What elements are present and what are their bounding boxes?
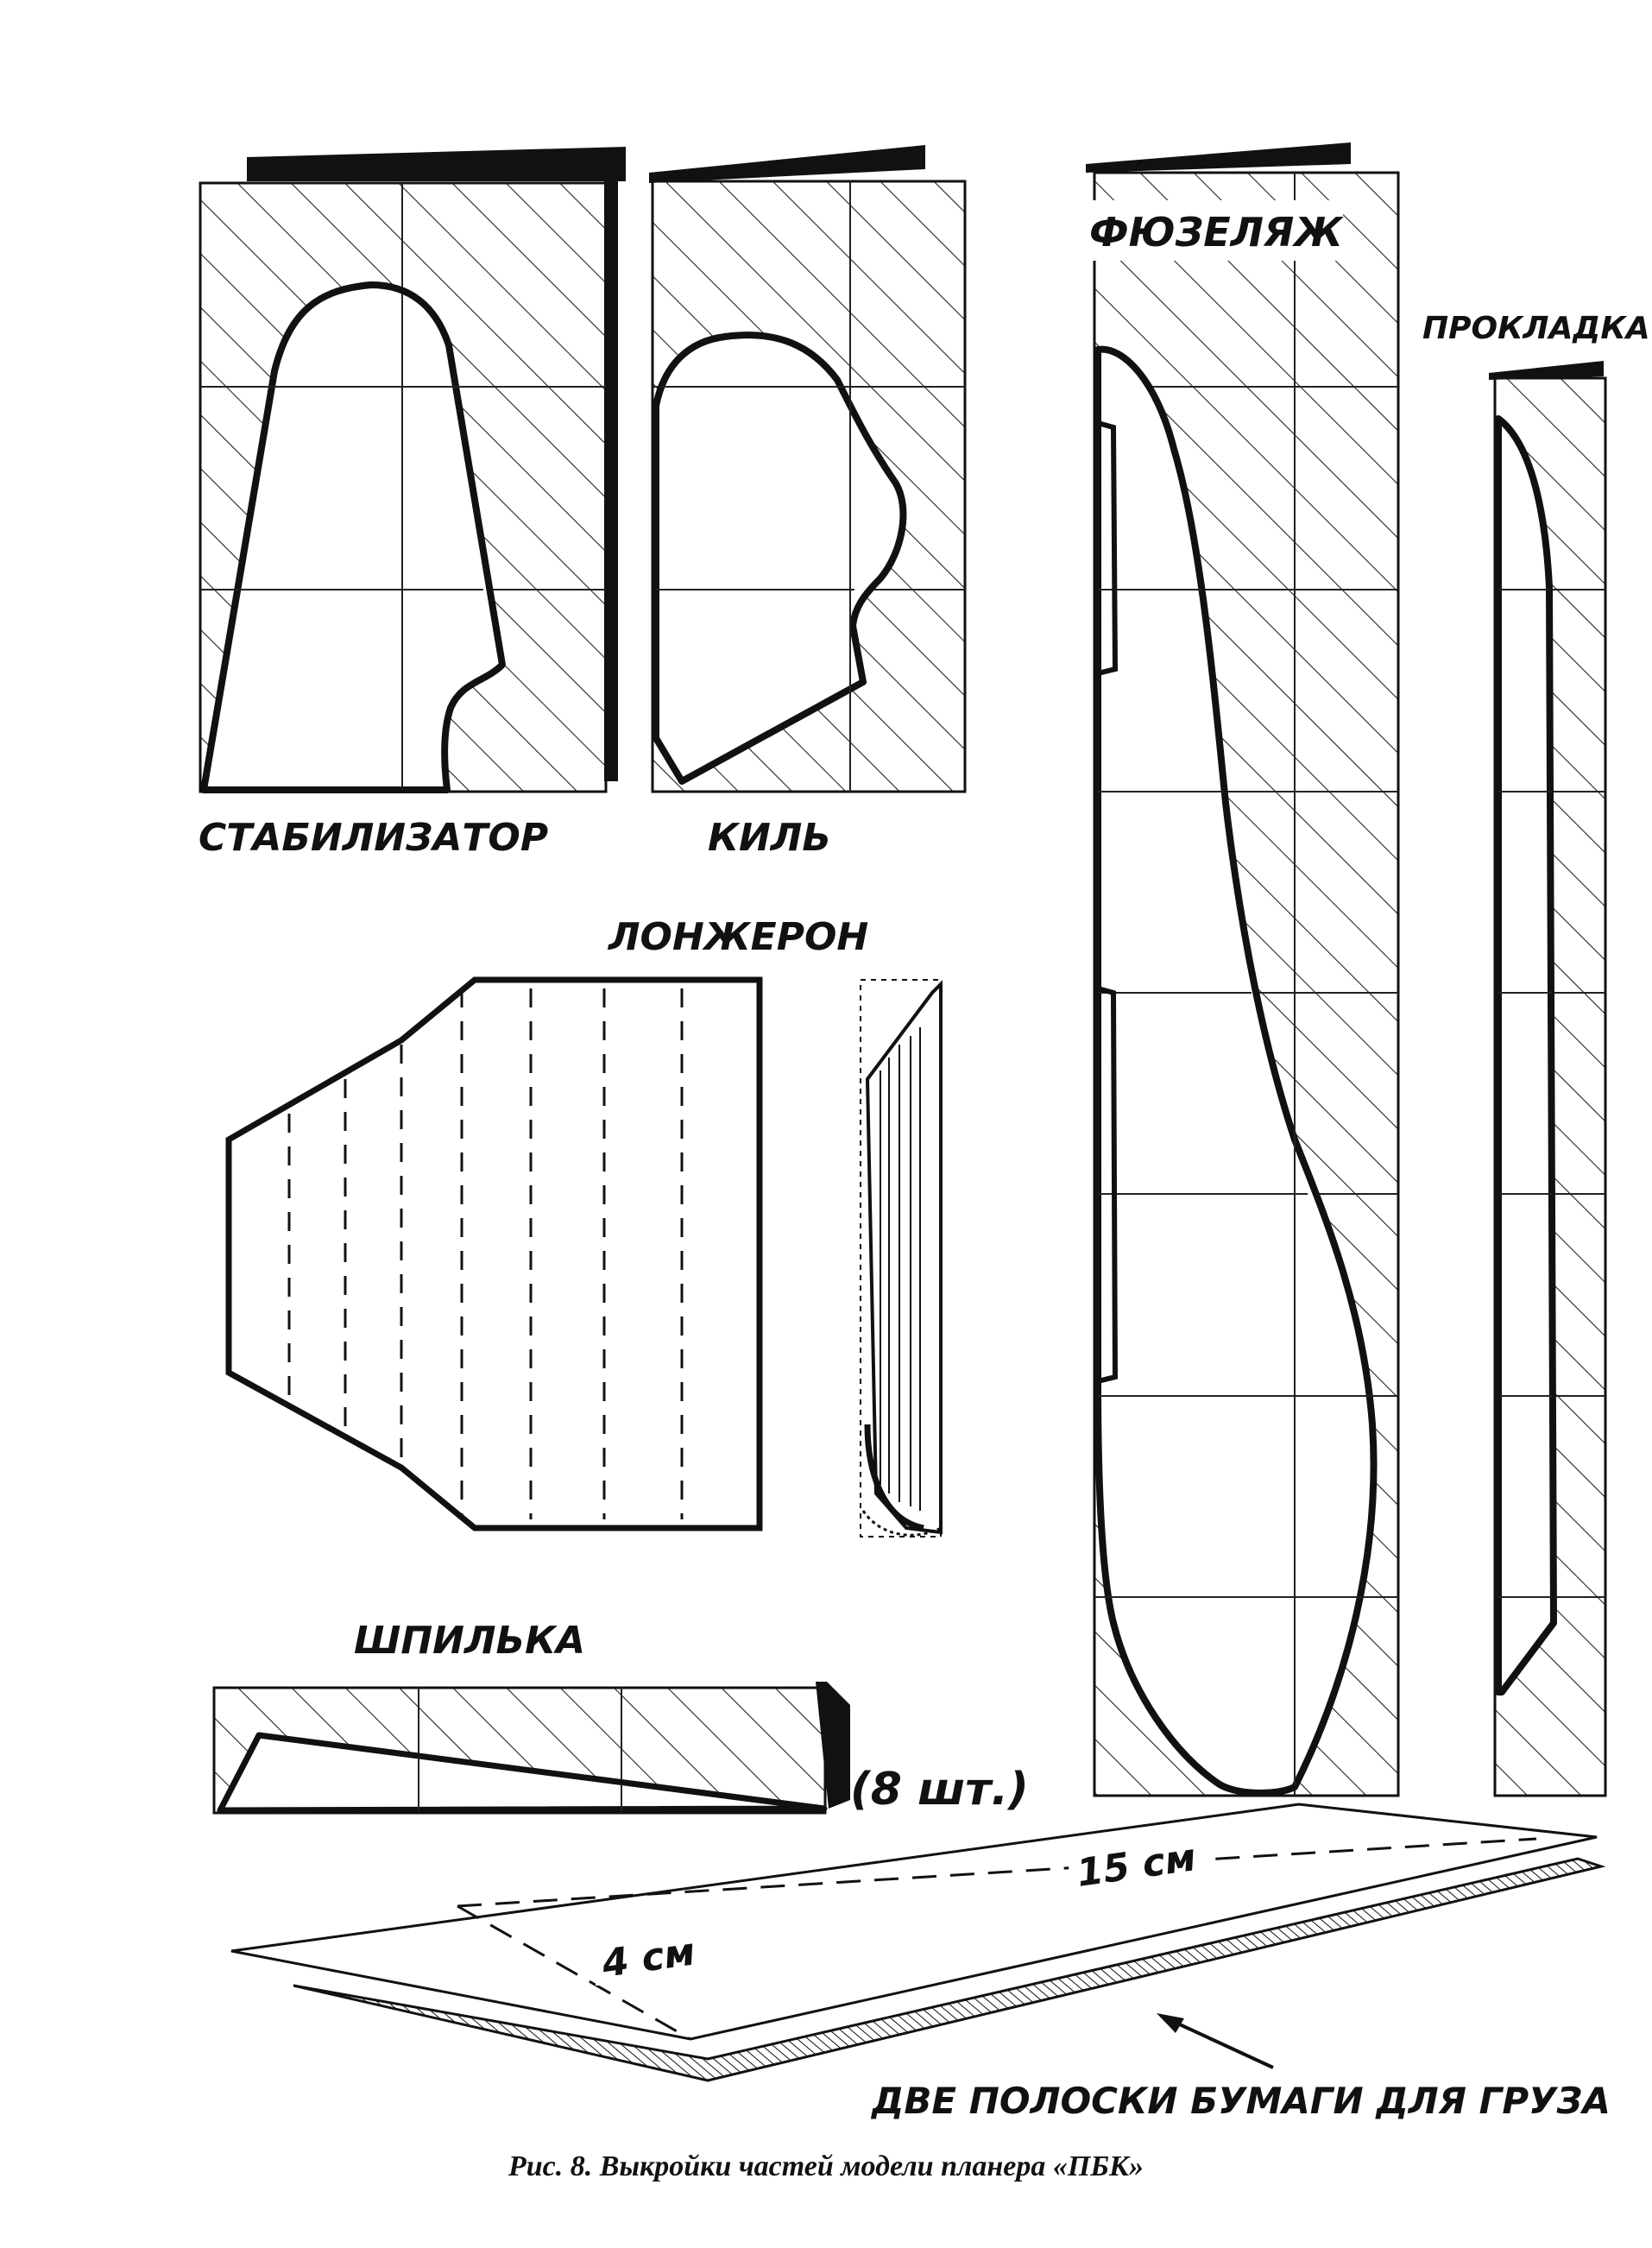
ballast-label: ДВЕ ПОЛОСКИ БУМАГИ ДЛЯ ГРУЗА — [870, 2080, 1611, 2122]
folded-spar-drawing — [860, 979, 943, 1538]
spacer-label: ПРОКЛАДКА — [1422, 311, 1650, 346]
fuselage-outline — [1094, 345, 1378, 1797]
spacer-pattern: ПРОКЛАДКА — [1422, 311, 1650, 1797]
ballast-pointer-arrowhead — [1157, 2013, 1184, 2033]
fuselage-stab-slot — [1097, 420, 1119, 676]
fin-pattern: КИЛЬ — [649, 145, 967, 860]
fuselage-label-bg — [1084, 200, 1343, 261]
fin-outline — [653, 332, 907, 785]
spacer-fold-edge — [1489, 361, 1604, 380]
fuselage-fold-edge — [1086, 142, 1351, 173]
stabilizer-outline — [200, 281, 506, 793]
spar-label: ЛОНЖЕРОН — [607, 915, 868, 959]
spar-pattern: ЛОНЖЕРОН — [225, 915, 943, 1538]
spar-outline — [225, 976, 763, 1531]
ballast-strip-lower — [293, 1857, 1606, 2082]
figure-caption: Рис. 8. Выкройки частей модели планера «… — [508, 2150, 1144, 2182]
dim-width-bg — [596, 1938, 716, 1986]
stabilizer-label: СТАБИЛИЗАТОР — [199, 816, 548, 860]
stabilizer-spine — [604, 154, 618, 781]
fin-fold-edge — [649, 145, 925, 183]
spar-fold-lines — [287, 988, 684, 1519]
dim-line-length — [457, 1837, 1537, 1908]
dim-length-bg — [1066, 1830, 1218, 1896]
dim-line-width — [457, 1904, 691, 2041]
ballast-strips-drawing: 4 см 15 см ДВЕ ПОЛОСКИ БУМАГИ ДЛЯ ГРУЗА — [230, 1803, 1611, 2122]
fin-label: КИЛЬ — [708, 816, 831, 860]
pin-label: ШПИЛЬКА — [354, 1619, 585, 1663]
fuselage-pattern: ФЮЗЕЛЯЖ — [1084, 142, 1400, 1797]
spacer-outline — [1495, 415, 1557, 1695]
ballast-strip-upper — [230, 1803, 1598, 2041]
fuselage-label: ФЮЗЕЛЯЖ — [1089, 209, 1344, 256]
stabilizer-pattern: СТАБИЛИЗАТОР — [199, 147, 626, 860]
fuselage-wing-slot — [1097, 986, 1119, 1384]
pin-count: (8 шт.) — [850, 1764, 1029, 1815]
pin-pattern: ШПИЛЬКА (8 шт.) — [212, 1619, 1029, 1815]
stabilizer-fold-edge — [247, 147, 626, 181]
pin-outline — [217, 1732, 828, 1814]
